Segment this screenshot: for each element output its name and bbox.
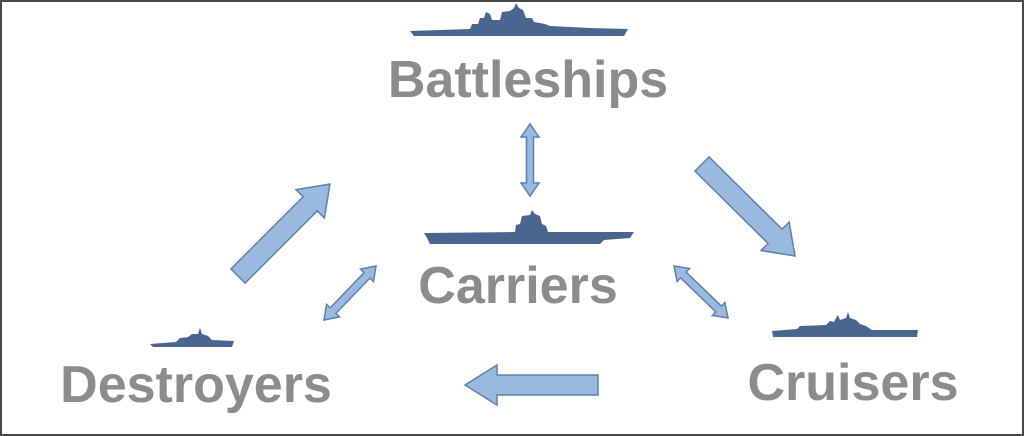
arrow-battleships-to-cruisers-icon bbox=[693, 155, 796, 257]
carriers-label: Carriers bbox=[418, 257, 617, 315]
arrow-carriers-destroyers-icon bbox=[323, 265, 377, 321]
arrow-cruisers-to-destroyers-icon bbox=[463, 363, 599, 407]
arrow-destroyers-to-battleships-icon bbox=[229, 183, 331, 285]
destroyers-label: Destroyers bbox=[60, 356, 332, 414]
arrow-carriers-cruisers-icon bbox=[673, 265, 729, 319]
arrow-battleships-carriers-icon bbox=[519, 122, 541, 198]
destroyer-icon bbox=[150, 328, 234, 347]
battleships-label: Battleships bbox=[388, 51, 668, 109]
aircraft-carrier-icon bbox=[424, 210, 634, 244]
cruisers-label: Cruisers bbox=[748, 354, 959, 412]
battleship-icon bbox=[410, 3, 628, 36]
cruiser-icon bbox=[772, 312, 918, 337]
